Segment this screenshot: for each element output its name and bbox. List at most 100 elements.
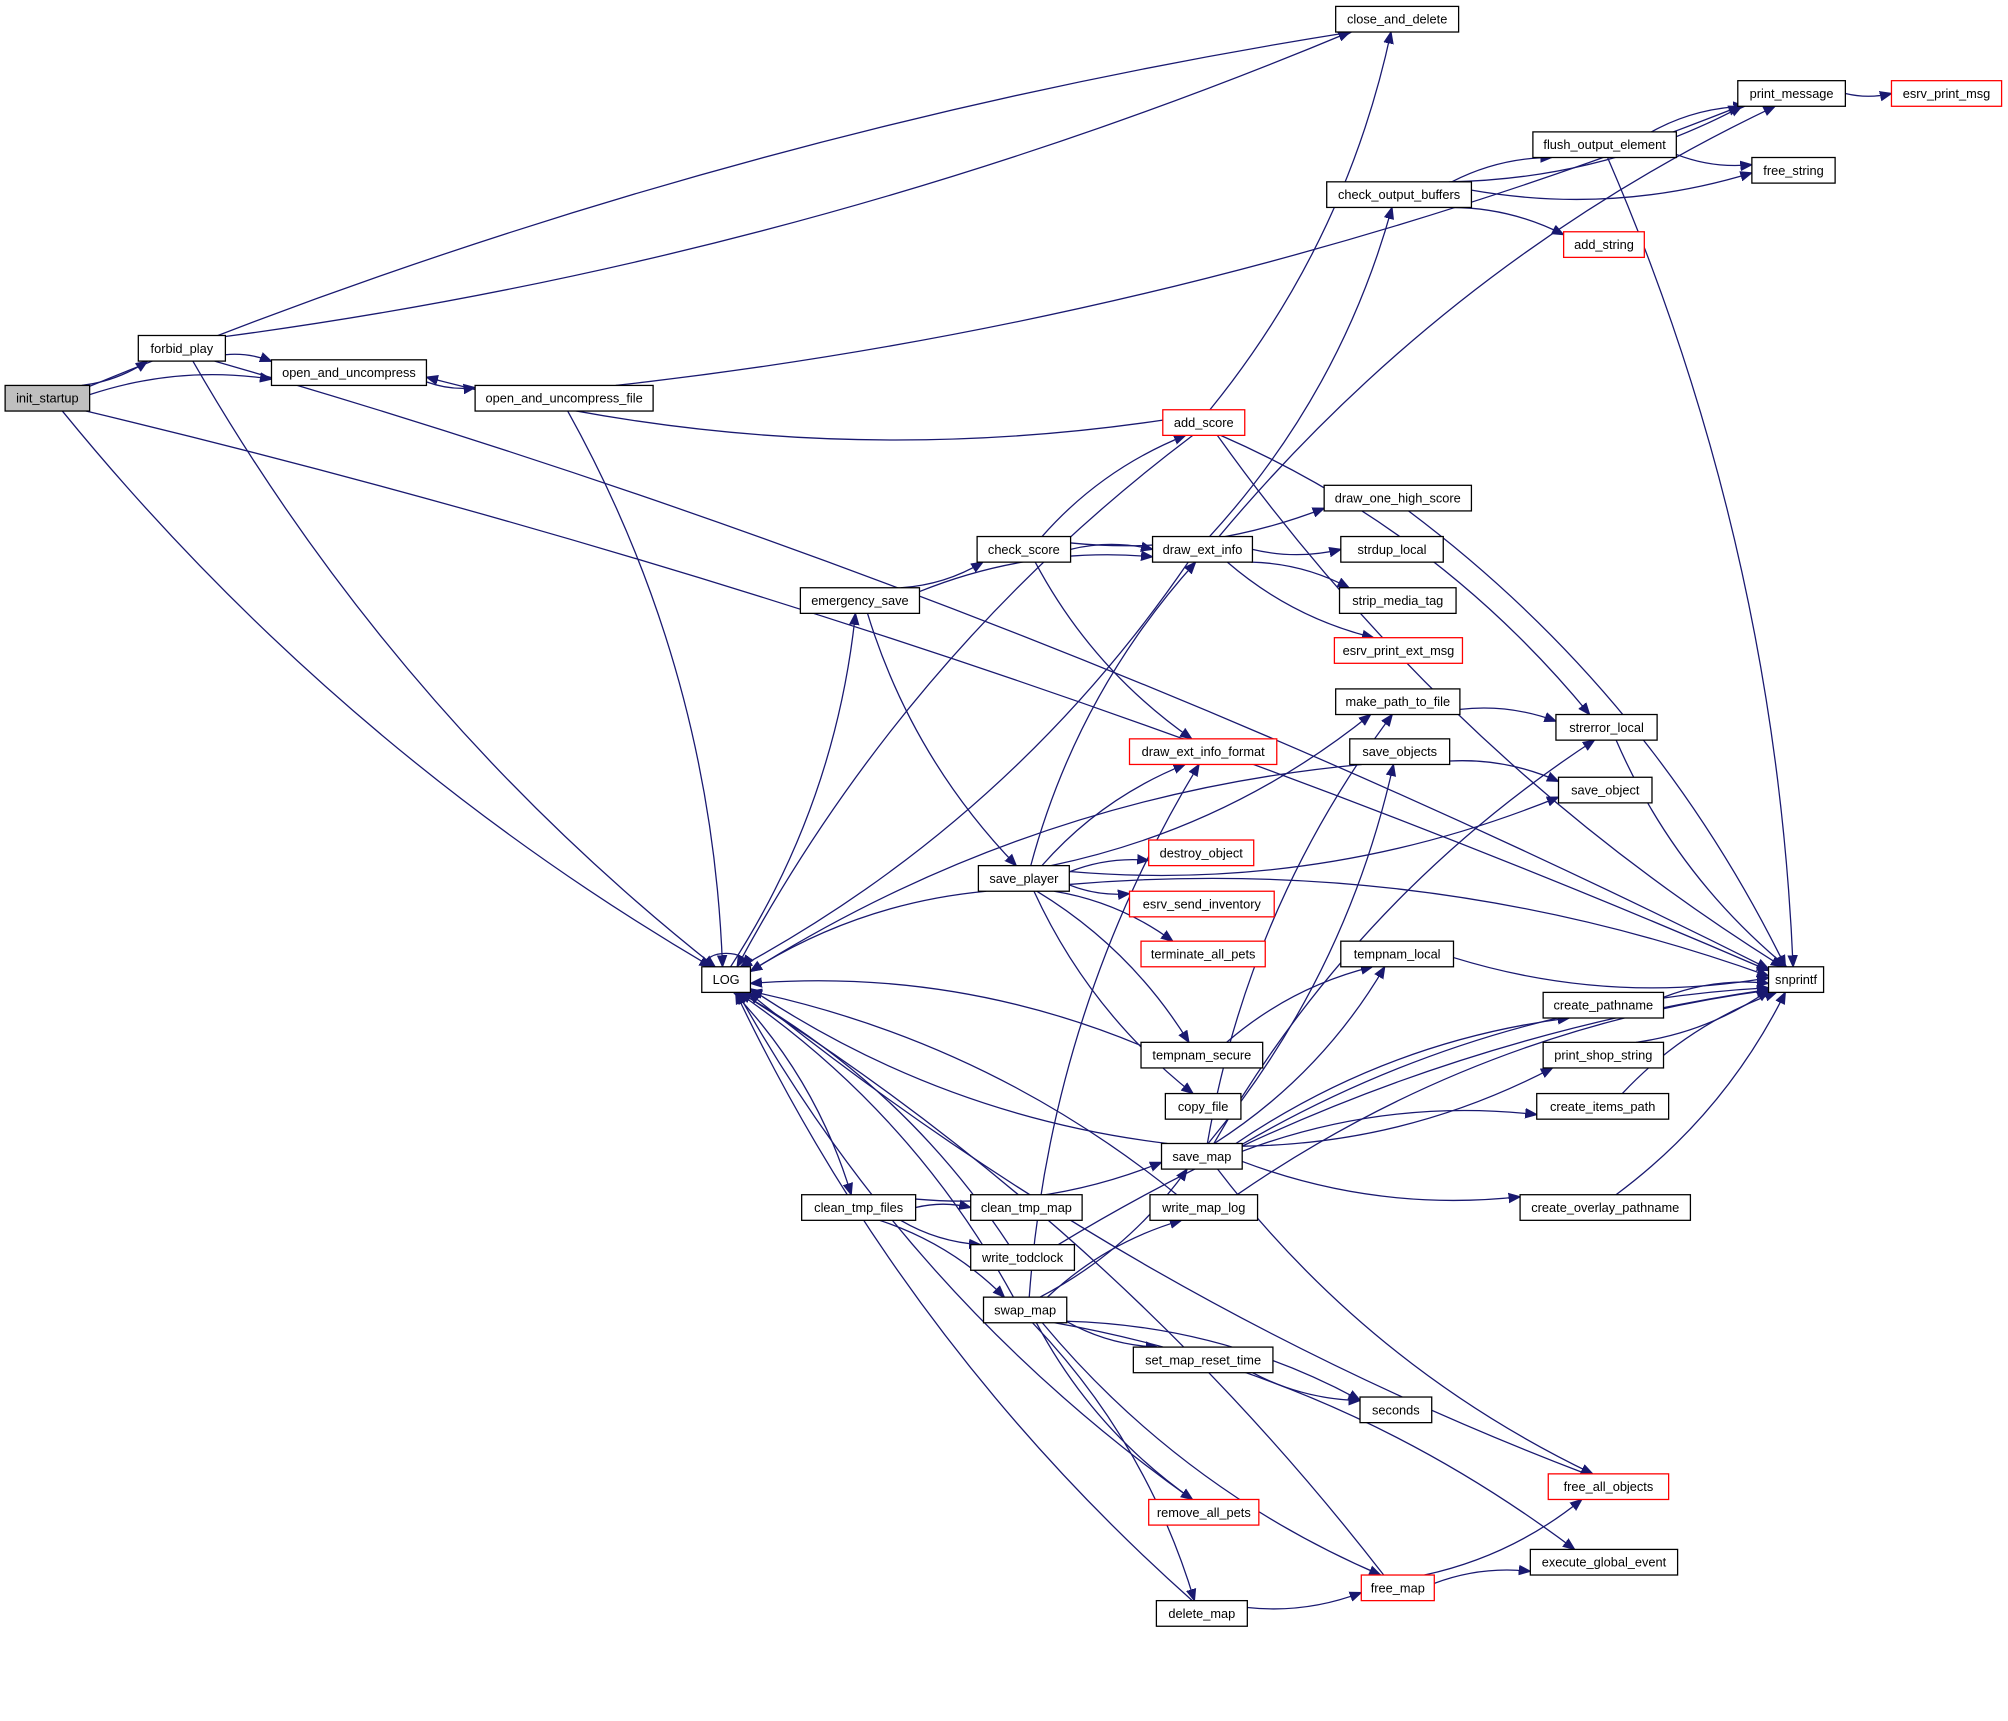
node-destroy_object[interactable]: destroy_object [1148, 839, 1255, 867]
node-terminate_all_pets[interactable]: terminate_all_pets [1140, 940, 1266, 968]
node-make_path_to_file[interactable]: make_path_to_file [1335, 688, 1461, 716]
node-add_score[interactable]: add_score [1162, 409, 1246, 437]
node-create_pathname[interactable]: create_pathname [1542, 991, 1665, 1019]
node-open_and_uncompress[interactable]: open_and_uncompress [270, 359, 428, 387]
node-draw_ext_info_format[interactable]: draw_ext_info_format [1128, 738, 1278, 766]
node-box[interactable] [1557, 776, 1653, 804]
node-box[interactable] [1128, 738, 1278, 766]
node-box[interactable] [1555, 713, 1658, 741]
node-box[interactable] [1140, 940, 1266, 968]
node-box[interactable] [1155, 1599, 1248, 1627]
node-close_and_delete[interactable]: close_and_delete [1335, 5, 1460, 33]
node-box[interactable] [1340, 535, 1444, 563]
node-create_items_path[interactable]: create_items_path [1536, 1092, 1670, 1120]
node-box[interactable] [137, 334, 227, 362]
node-box[interactable] [977, 864, 1070, 892]
node-box[interactable] [1160, 1142, 1243, 1170]
node-box[interactable] [970, 1244, 1076, 1271]
node-box[interactable] [1532, 131, 1677, 159]
node-box[interactable] [1562, 231, 1645, 259]
node-esrv_send_inventory[interactable]: esrv_send_inventory [1128, 890, 1275, 918]
node-write_todclock[interactable]: write_todclock [970, 1244, 1076, 1271]
node-save_objects[interactable]: save_objects [1349, 738, 1451, 766]
node-box[interactable] [1149, 1194, 1259, 1221]
node-check_output_buffers[interactable]: check_output_buffers [1326, 181, 1473, 209]
node-box[interactable] [1767, 966, 1825, 994]
node-set_map_reset_time[interactable]: set_map_reset_time [1132, 1346, 1274, 1374]
node-box[interactable] [970, 1194, 1083, 1221]
node-box[interactable] [1333, 637, 1464, 664]
node-box[interactable] [1529, 1548, 1679, 1576]
node-box[interactable] [1349, 738, 1451, 766]
node-strerror_local[interactable]: strerror_local [1555, 713, 1658, 741]
node-free_all_objects[interactable]: free_all_objects [1547, 1473, 1670, 1501]
node-LOG[interactable]: LOG [701, 966, 752, 994]
node-box[interactable] [1536, 1092, 1670, 1120]
node-box[interactable] [4, 384, 91, 412]
node-save_player[interactable]: save_player [977, 864, 1070, 892]
node-esrv_print_ext_msg[interactable]: esrv_print_ext_msg [1333, 637, 1464, 664]
node-copy_file[interactable]: copy_file [1164, 1092, 1242, 1120]
node-emergency_save[interactable]: emergency_save [799, 587, 921, 615]
node-box[interactable] [1162, 409, 1246, 437]
node-esrv_print_msg[interactable]: esrv_print_msg [1890, 80, 2003, 107]
node-box[interactable] [1335, 688, 1461, 716]
node-box[interactable] [1542, 1041, 1665, 1069]
node-swap_map[interactable]: swap_map [982, 1296, 1068, 1324]
node-box[interactable] [1128, 890, 1275, 918]
node-seconds[interactable]: seconds [1359, 1396, 1433, 1424]
node-tempnam_local[interactable]: tempnam_local [1340, 940, 1455, 968]
node-execute_global_event[interactable]: execute_global_event [1529, 1548, 1679, 1576]
node-box[interactable] [1151, 535, 1254, 563]
node-box[interactable] [1890, 80, 2003, 107]
node-clean_tmp_map[interactable]: clean_tmp_map [970, 1194, 1083, 1221]
node-flush_output_element[interactable]: flush_output_element [1532, 131, 1677, 159]
node-box[interactable] [1326, 181, 1473, 209]
node-box[interactable] [1164, 1092, 1242, 1120]
node-box[interactable] [1148, 839, 1255, 867]
node-box[interactable] [270, 359, 428, 387]
node-box[interactable] [1359, 1396, 1433, 1424]
node-box[interactable] [1148, 1498, 1260, 1526]
node-box[interactable] [1132, 1346, 1274, 1374]
node-box[interactable] [1542, 991, 1665, 1019]
node-remove_all_pets[interactable]: remove_all_pets [1148, 1498, 1260, 1526]
node-tempnam_secure[interactable]: tempnam_secure [1140, 1041, 1264, 1069]
node-strip_media_tag[interactable]: strip_media_tag [1338, 587, 1457, 615]
node-box[interactable] [799, 587, 921, 615]
node-init_startup[interactable]: init_startup [4, 384, 91, 412]
node-box[interactable] [1547, 1473, 1670, 1501]
node-box[interactable] [976, 535, 1072, 563]
node-box[interactable] [474, 384, 654, 412]
node-delete_map[interactable]: delete_map [1155, 1599, 1248, 1627]
node-box[interactable] [982, 1296, 1068, 1324]
node-box[interactable] [1751, 156, 1836, 184]
node-print_message[interactable]: print_message [1737, 80, 1847, 107]
node-add_string[interactable]: add_string [1562, 231, 1645, 259]
node-strdup_local[interactable]: strdup_local [1340, 535, 1444, 563]
node-box[interactable] [701, 966, 752, 994]
node-print_shop_string[interactable]: print_shop_string [1542, 1041, 1665, 1069]
node-draw_one_high_score[interactable]: draw_one_high_score [1323, 484, 1473, 512]
node-save_object[interactable]: save_object [1557, 776, 1653, 804]
node-box[interactable] [1519, 1194, 1692, 1221]
node-draw_ext_info[interactable]: draw_ext_info [1151, 535, 1254, 563]
node-box[interactable] [1340, 940, 1455, 968]
node-box[interactable] [1737, 80, 1847, 107]
node-box[interactable] [1360, 1574, 1435, 1602]
node-clean_tmp_files[interactable]: clean_tmp_files [801, 1194, 917, 1221]
node-box[interactable] [1140, 1041, 1264, 1069]
node-check_score[interactable]: check_score [976, 535, 1072, 563]
node-create_overlay_pathname[interactable]: create_overlay_pathname [1519, 1194, 1692, 1221]
node-snprintf[interactable]: snprintf [1767, 966, 1825, 994]
node-forbid_play[interactable]: forbid_play [137, 334, 227, 362]
node-box[interactable] [1338, 587, 1457, 615]
node-box[interactable] [1335, 5, 1460, 33]
node-box[interactable] [801, 1194, 917, 1221]
node-free_map[interactable]: free_map [1360, 1574, 1435, 1602]
node-save_map[interactable]: save_map [1160, 1142, 1243, 1170]
node-write_map_log[interactable]: write_map_log [1149, 1194, 1259, 1221]
node-open_and_uncompress_file[interactable]: open_and_uncompress_file [474, 384, 654, 412]
node-free_string[interactable]: free_string [1751, 156, 1836, 184]
node-box[interactable] [1323, 484, 1473, 512]
